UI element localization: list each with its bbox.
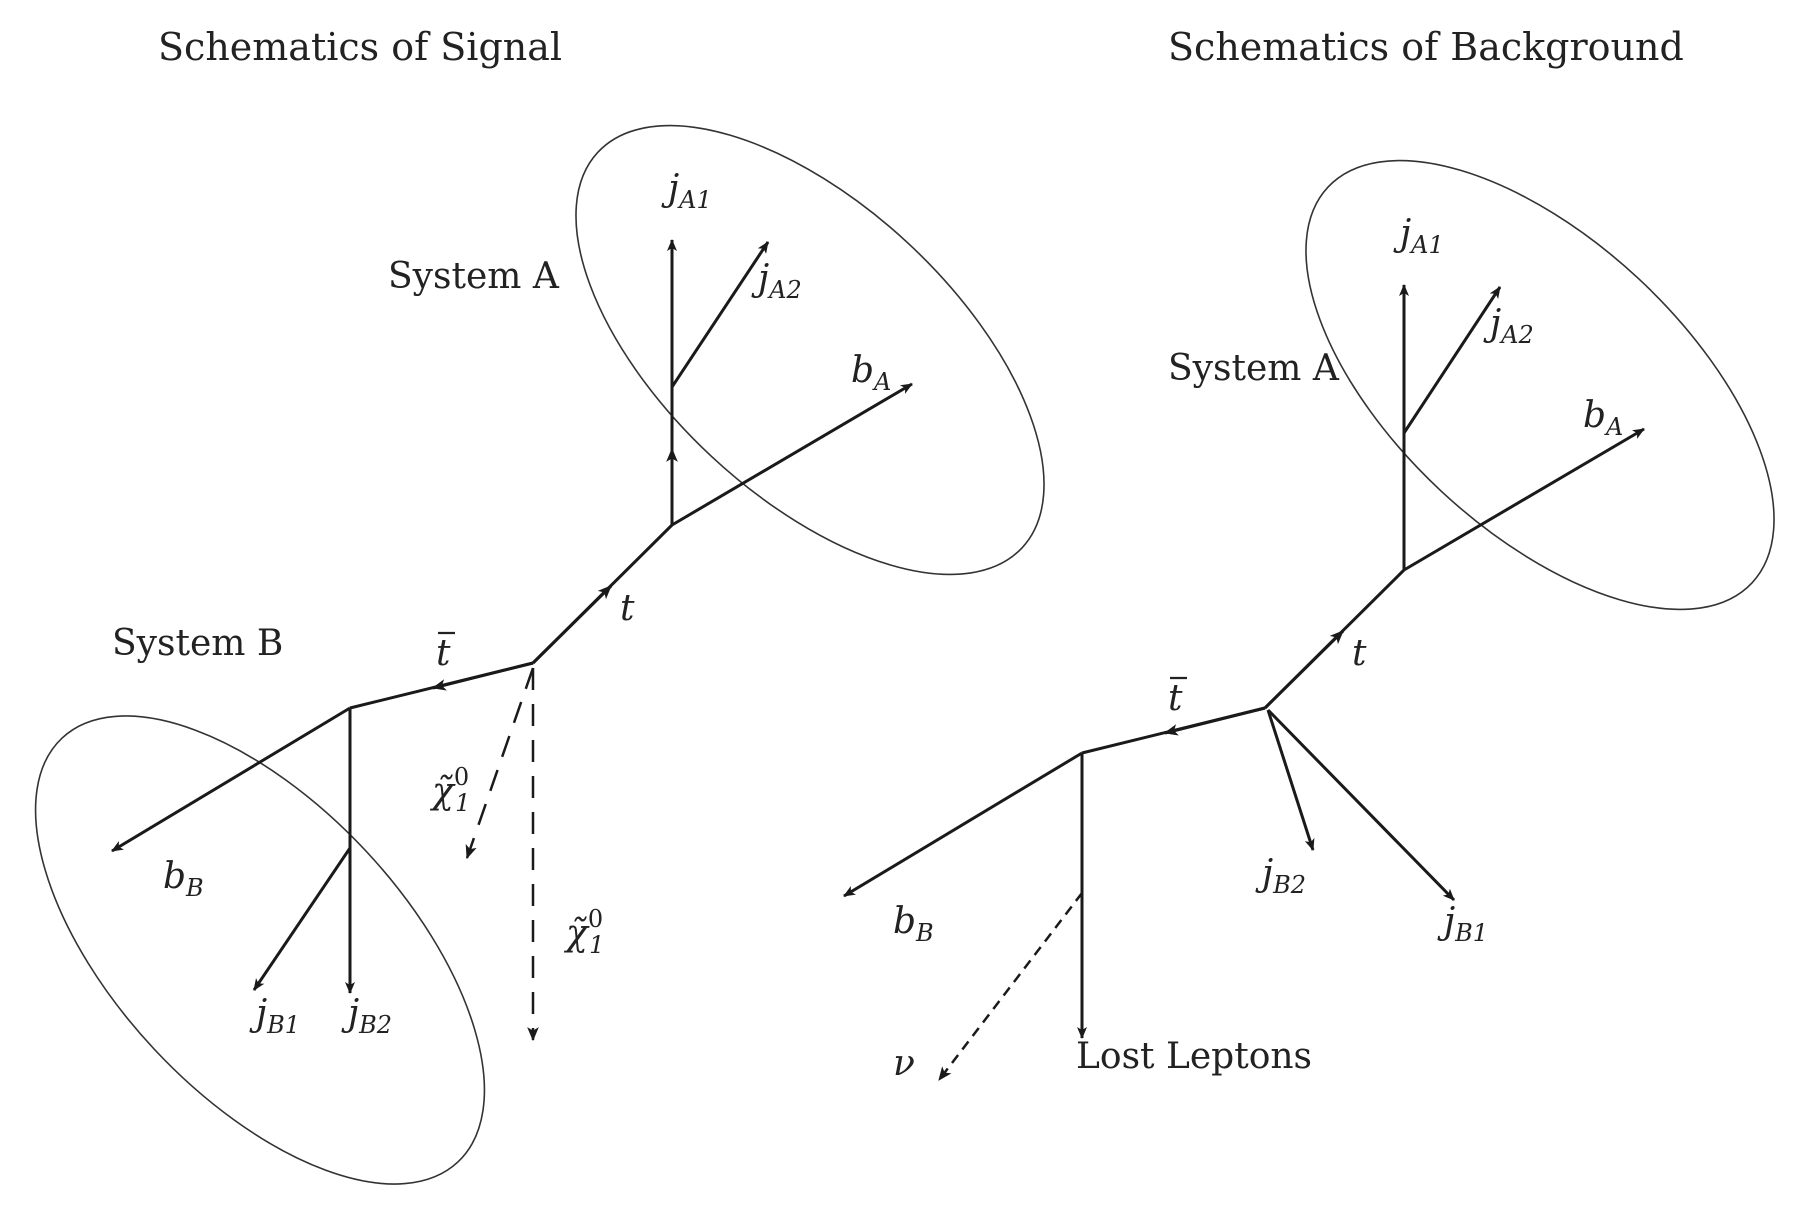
neutrino-arrow — [938, 892, 1083, 1081]
top-quark-label: t — [620, 588, 635, 629]
bg-antitop-quark-arrow — [1163, 706, 1266, 736]
bg-jet-b1-arrow — [1266, 708, 1456, 902]
jet-b2-label: jB2 — [341, 993, 392, 1039]
bg-b-quark-b-label: bB — [893, 901, 934, 947]
jet-b1-arrow — [252, 847, 352, 991]
jet-b1-label: jB1 — [249, 993, 300, 1039]
system-a-label: System A — [388, 256, 560, 297]
b-quark-b-arrow — [111, 706, 351, 853]
background-system-a-ellipse — [1305, 159, 1775, 611]
bg-jet-a2-arrow — [1402, 286, 1502, 434]
bg-b-quark-a-arrow — [1403, 427, 1645, 572]
top-quark-arrow — [531, 584, 613, 665]
bg-jet-b1-label: jB1 — [1437, 901, 1488, 947]
jet-a2-label: jA2 — [751, 258, 802, 304]
signal-title: Schematics of Signal — [158, 25, 562, 69]
lost-leptons-label: Lost Leptons — [1076, 1036, 1312, 1077]
system-b-ellipse — [34, 715, 486, 1185]
b-quark-a-arrow — [671, 382, 913, 527]
bg-b-quark-a-label: bA — [1583, 395, 1623, 441]
bg-antitop-quark-label: t — [1168, 678, 1183, 719]
jet-a2-arrow — [670, 241, 770, 388]
signal-panel: Schematics of Signal System A System B j… — [34, 25, 1045, 1185]
bg-top-quark-label: t — [1352, 633, 1367, 674]
bg-b-quark-b-arrow — [843, 751, 1083, 898]
bg-jet-a1-label: jA1 — [1393, 213, 1444, 259]
b-quark-a-label: bA — [851, 350, 891, 396]
b-quark-b-label: bB — [163, 856, 204, 902]
system-b-label: System B — [112, 623, 283, 664]
neutrino-label: ν — [893, 1043, 915, 1084]
neutralino-1-arrow — [465, 667, 535, 860]
system-a-ellipse — [575, 124, 1045, 576]
background-panel: Schematics of Background System A jA1 jA… — [843, 25, 1775, 1084]
bg-jet-b2-label: jB2 — [1255, 853, 1306, 899]
background-title: Schematics of Background — [1168, 25, 1684, 69]
background-system-a-label: System A — [1168, 348, 1340, 389]
antitop-quark-arrow — [431, 661, 534, 691]
jet-a1-label: jA1 — [661, 168, 712, 214]
bg-jet-a2-label: jA2 — [1483, 303, 1534, 349]
bg-top-quark-arrow — [1263, 629, 1345, 710]
antitop-quark-label: t — [436, 633, 451, 674]
bg-jet-b2-arrow — [1266, 709, 1315, 851]
